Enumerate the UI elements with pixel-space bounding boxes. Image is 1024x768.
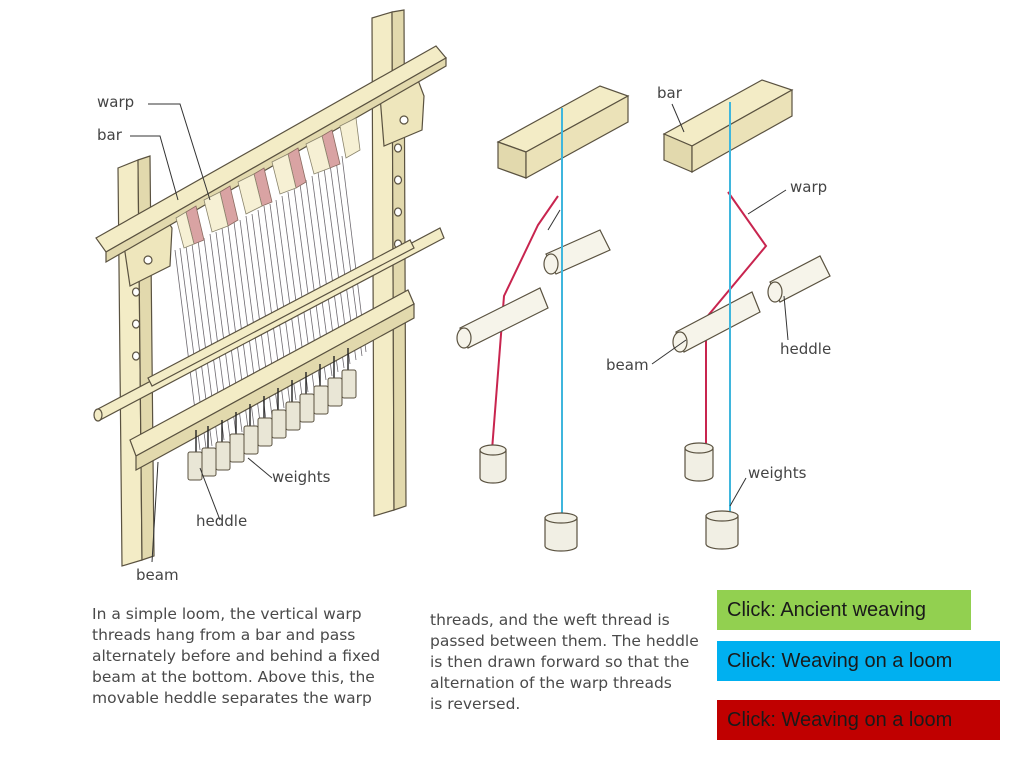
diagram-heddle-label: heddle: [780, 340, 832, 358]
diagram-warp-label: warp: [790, 178, 828, 196]
caption-right: threads, and the weft thread is passed b…: [430, 610, 699, 715]
loom-heddle-label: heddle: [196, 512, 248, 530]
caption-line: is reversed.: [430, 695, 521, 713]
diagram-beam-label: beam: [606, 356, 649, 374]
weaving-on-a-loom-link-button[interactable]: Click: Weaving on a loom: [717, 641, 1000, 681]
caption-left: In a simple loom, the vertical warp thre…: [92, 604, 380, 709]
diagram-bar-label: bar: [657, 84, 682, 102]
caption-line: threads, and the weft thread is: [430, 611, 670, 629]
diagram-middle: [456, 85, 630, 552]
caption-line: is then drawn forward so that the: [430, 653, 690, 671]
caption-line: alternately before and behind a fixed: [92, 647, 381, 665]
caption-line: beam at the bottom. Above this, the: [92, 668, 375, 686]
caption-line: movable heddle separates the warp: [92, 689, 372, 707]
caption-line: threads hang from a bar and pass: [92, 626, 356, 644]
weaving-on-a-loom-link-button-2[interactable]: Click: Weaving on a loom: [717, 700, 1000, 740]
diagram-weights-label: weights: [748, 464, 807, 482]
loom-weights-label: weights: [272, 468, 331, 486]
loom-warp-label: warp: [97, 93, 135, 111]
caption-line: In a simple loom, the vertical warp: [92, 605, 362, 623]
ancient-weaving-link-button[interactable]: Click: Ancient weaving: [717, 590, 971, 630]
loom-heddle-rod: [93, 227, 445, 422]
loom-weights: [187, 348, 357, 481]
caption-line: alternation of the warp threads: [430, 674, 672, 692]
loom-bar-label: bar: [97, 126, 122, 144]
loom-beam-label: beam: [136, 566, 179, 584]
diagram-right: [662, 79, 831, 550]
loom-illustration: [93, 9, 831, 567]
caption-line: passed between them. The heddle: [430, 632, 699, 650]
